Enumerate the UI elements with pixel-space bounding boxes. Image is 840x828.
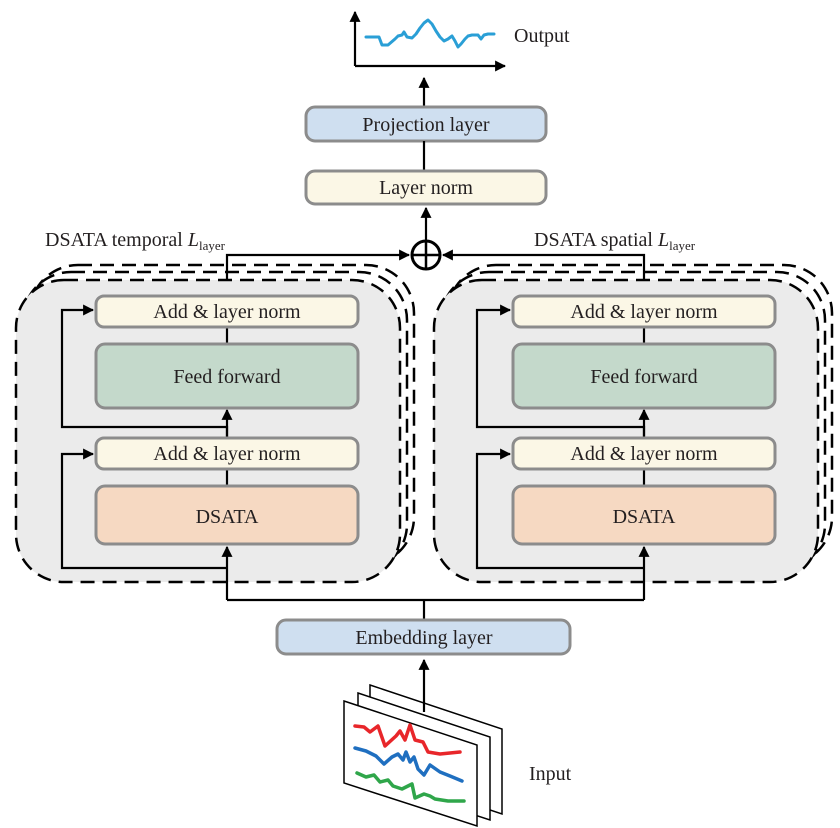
projection-layer-box: Projection layer — [304, 105, 548, 143]
temporal-dsata-label: DSATA — [196, 506, 259, 528]
temporal-dsata — [94, 484, 360, 546]
embedding-layer-box: Embedding layer — [275, 618, 572, 656]
output-signal-line — [364, 18, 496, 49]
layer-norm-rect — [304, 169, 548, 206]
output-plot: Output — [349, 10, 570, 72]
spatial-add-norm-top-label: Add & layer norm — [570, 301, 718, 323]
spatial-add-norm-bottom-label: Add & layer norm — [570, 443, 718, 465]
projection-layer-label: Projection layer — [362, 114, 490, 136]
spatial-dsata-label: DSATA — [613, 506, 676, 528]
spatial-feed-forward — [511, 342, 777, 410]
temporal-block: DSATA temporal Llayer Add & layer norm F… — [14, 229, 416, 600]
temporal-add-norm-bottom — [94, 436, 360, 471]
spatial-feed-forward-label: Feed forward — [590, 366, 697, 388]
temporal-feed-forward — [94, 342, 360, 410]
spatial-block: DSATA spatial Llayer Add & layer norm Fe… — [432, 229, 834, 600]
layer-norm-label: Layer norm — [379, 177, 473, 199]
embedding-layer-label: Embedding layer — [355, 627, 493, 649]
input-signal-blue — [353, 746, 464, 783]
residual-attn — [60, 448, 227, 570]
spatial-dsata — [511, 484, 777, 546]
temporal-feed-forward-label: Feed forward — [173, 366, 280, 388]
input-stack: Input — [343, 658, 572, 828]
layer-norm-box: Layer norm — [304, 169, 548, 206]
spatial-block-title: DSATA spatial Llayer — [534, 229, 696, 253]
input-label: Input — [529, 763, 572, 785]
input-signal-green — [355, 771, 466, 803]
residual-attn — [475, 448, 644, 570]
temporal-add-norm-bottom-label: Add & layer norm — [153, 443, 301, 465]
projection-layer-rect — [304, 105, 548, 143]
temporal-add-norm-top — [94, 294, 360, 329]
temporal-block-title: DSATA temporal Llayer — [45, 229, 226, 253]
spatial-add-norm-bottom — [511, 436, 777, 471]
input-signal-red — [353, 723, 462, 756]
embedding-layer-rect — [275, 618, 572, 656]
sum-node — [410, 239, 442, 271]
output-label: Output — [514, 25, 570, 47]
spatial-add-norm-top — [511, 294, 777, 329]
temporal-add-norm-top-label: Add & layer norm — [153, 301, 301, 323]
